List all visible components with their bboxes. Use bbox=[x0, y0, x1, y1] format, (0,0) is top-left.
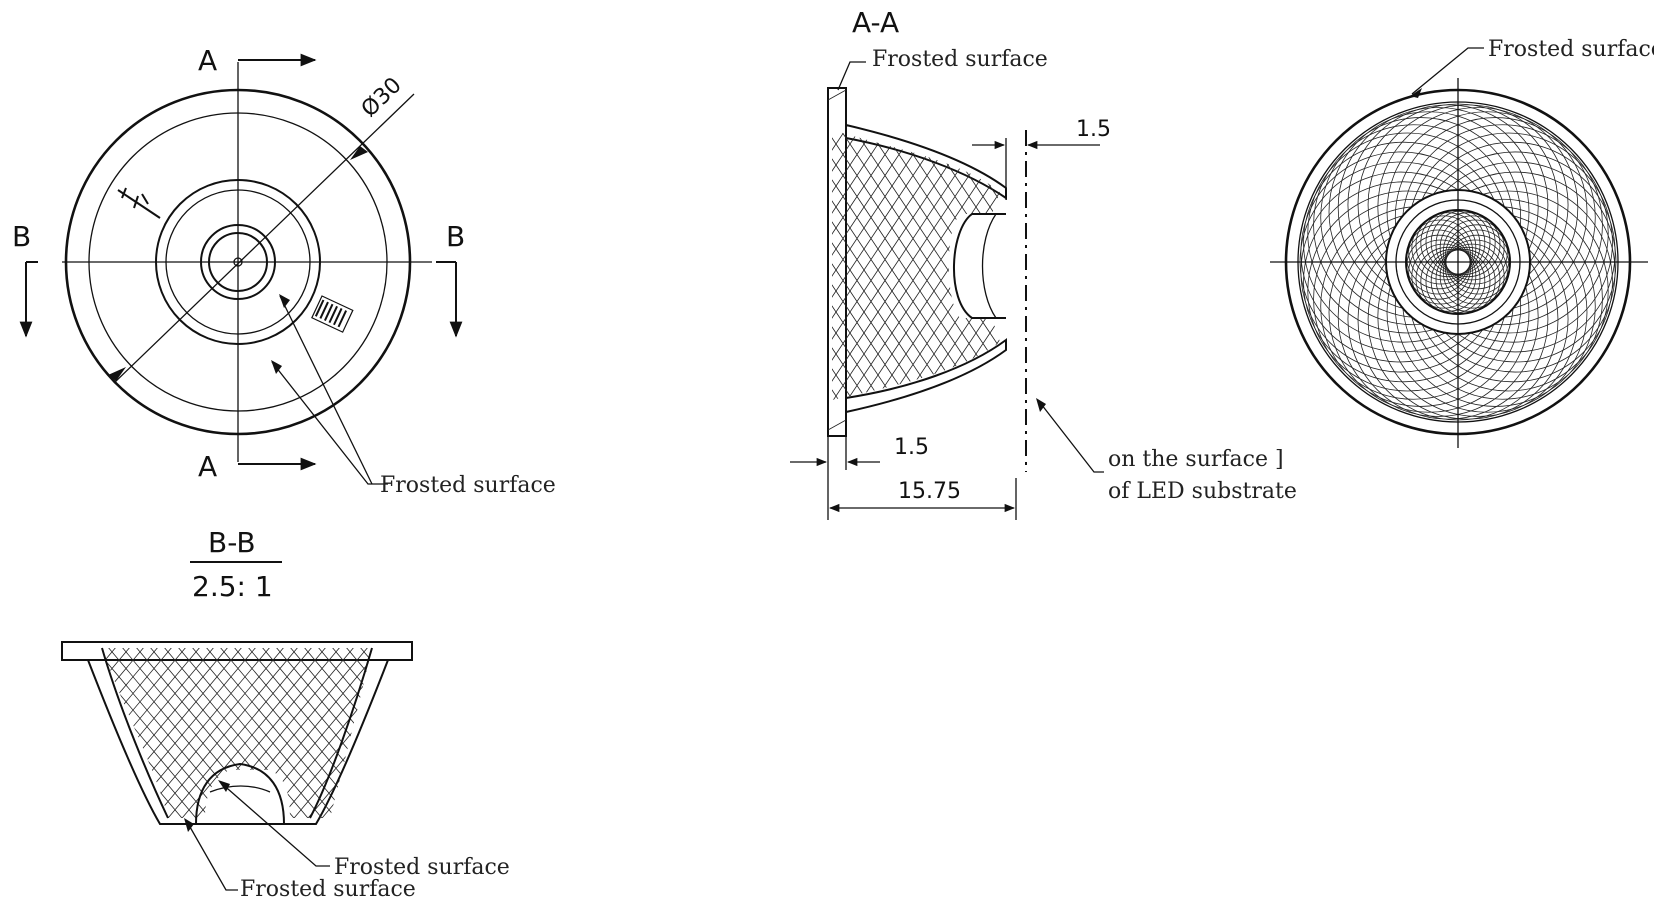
led-note-leader bbox=[1037, 399, 1104, 473]
frosted-leader-1 bbox=[279, 295, 373, 485]
upper-wall bbox=[845, 123, 1007, 200]
section-a-label-top: A bbox=[198, 44, 217, 77]
frosted-label-top: Frosted surface bbox=[1488, 37, 1654, 62]
diameter-leader bbox=[113, 93, 415, 384]
diameter-label: Ø30 bbox=[357, 73, 407, 122]
section-a-label-bottom: A bbox=[198, 450, 217, 483]
section-b-label-right: B bbox=[446, 220, 465, 253]
frosted-label-bb-2: Frosted surface bbox=[240, 877, 416, 900]
frosted-leader-top bbox=[1411, 47, 1484, 95]
flange-wall bbox=[827, 87, 847, 437]
frosted-leader-bb-1 bbox=[219, 781, 330, 867]
led-note-line1: on the surface ] bbox=[1108, 447, 1284, 472]
bb-mesh bbox=[102, 648, 372, 818]
led-cavity bbox=[953, 213, 1006, 319]
led-note-line2: of LED substrate bbox=[1108, 479, 1297, 504]
gate-mark bbox=[117, 187, 161, 219]
frosted-leader-bb-2 bbox=[185, 819, 238, 891]
lower-wall bbox=[845, 338, 1007, 414]
dim-height: 15.75 bbox=[898, 479, 961, 504]
section-b-label-left: B bbox=[12, 220, 31, 253]
dim-wall-top: 1.5 bbox=[1076, 117, 1111, 142]
frosted-label-aa: Frosted surface bbox=[872, 47, 1048, 72]
section-bb-scale: 2.5: 1 bbox=[192, 570, 273, 603]
frosted-label-front: Frosted surface bbox=[380, 473, 556, 498]
front-view: Ø30 A A B bbox=[12, 44, 556, 498]
cavity-marking bbox=[311, 295, 354, 333]
section-aa-view: A-A 1.5 1.5 15.75 Frosted surface bbox=[790, 6, 1297, 520]
section-bb-title: B-B bbox=[208, 526, 256, 559]
top-view: Frosted surface bbox=[1270, 37, 1654, 448]
frosted-label-bb-1: Frosted surface bbox=[334, 855, 510, 880]
dim-wall-bottom: 1.5 bbox=[894, 435, 929, 460]
frosted-leader-aa bbox=[837, 61, 866, 91]
section-bb-view: B-B 2.5: 1 Frosted surface Frosted surfa… bbox=[61, 526, 510, 900]
section-aa-title: A-A bbox=[852, 6, 899, 39]
frosted-leader-2 bbox=[271, 361, 388, 485]
